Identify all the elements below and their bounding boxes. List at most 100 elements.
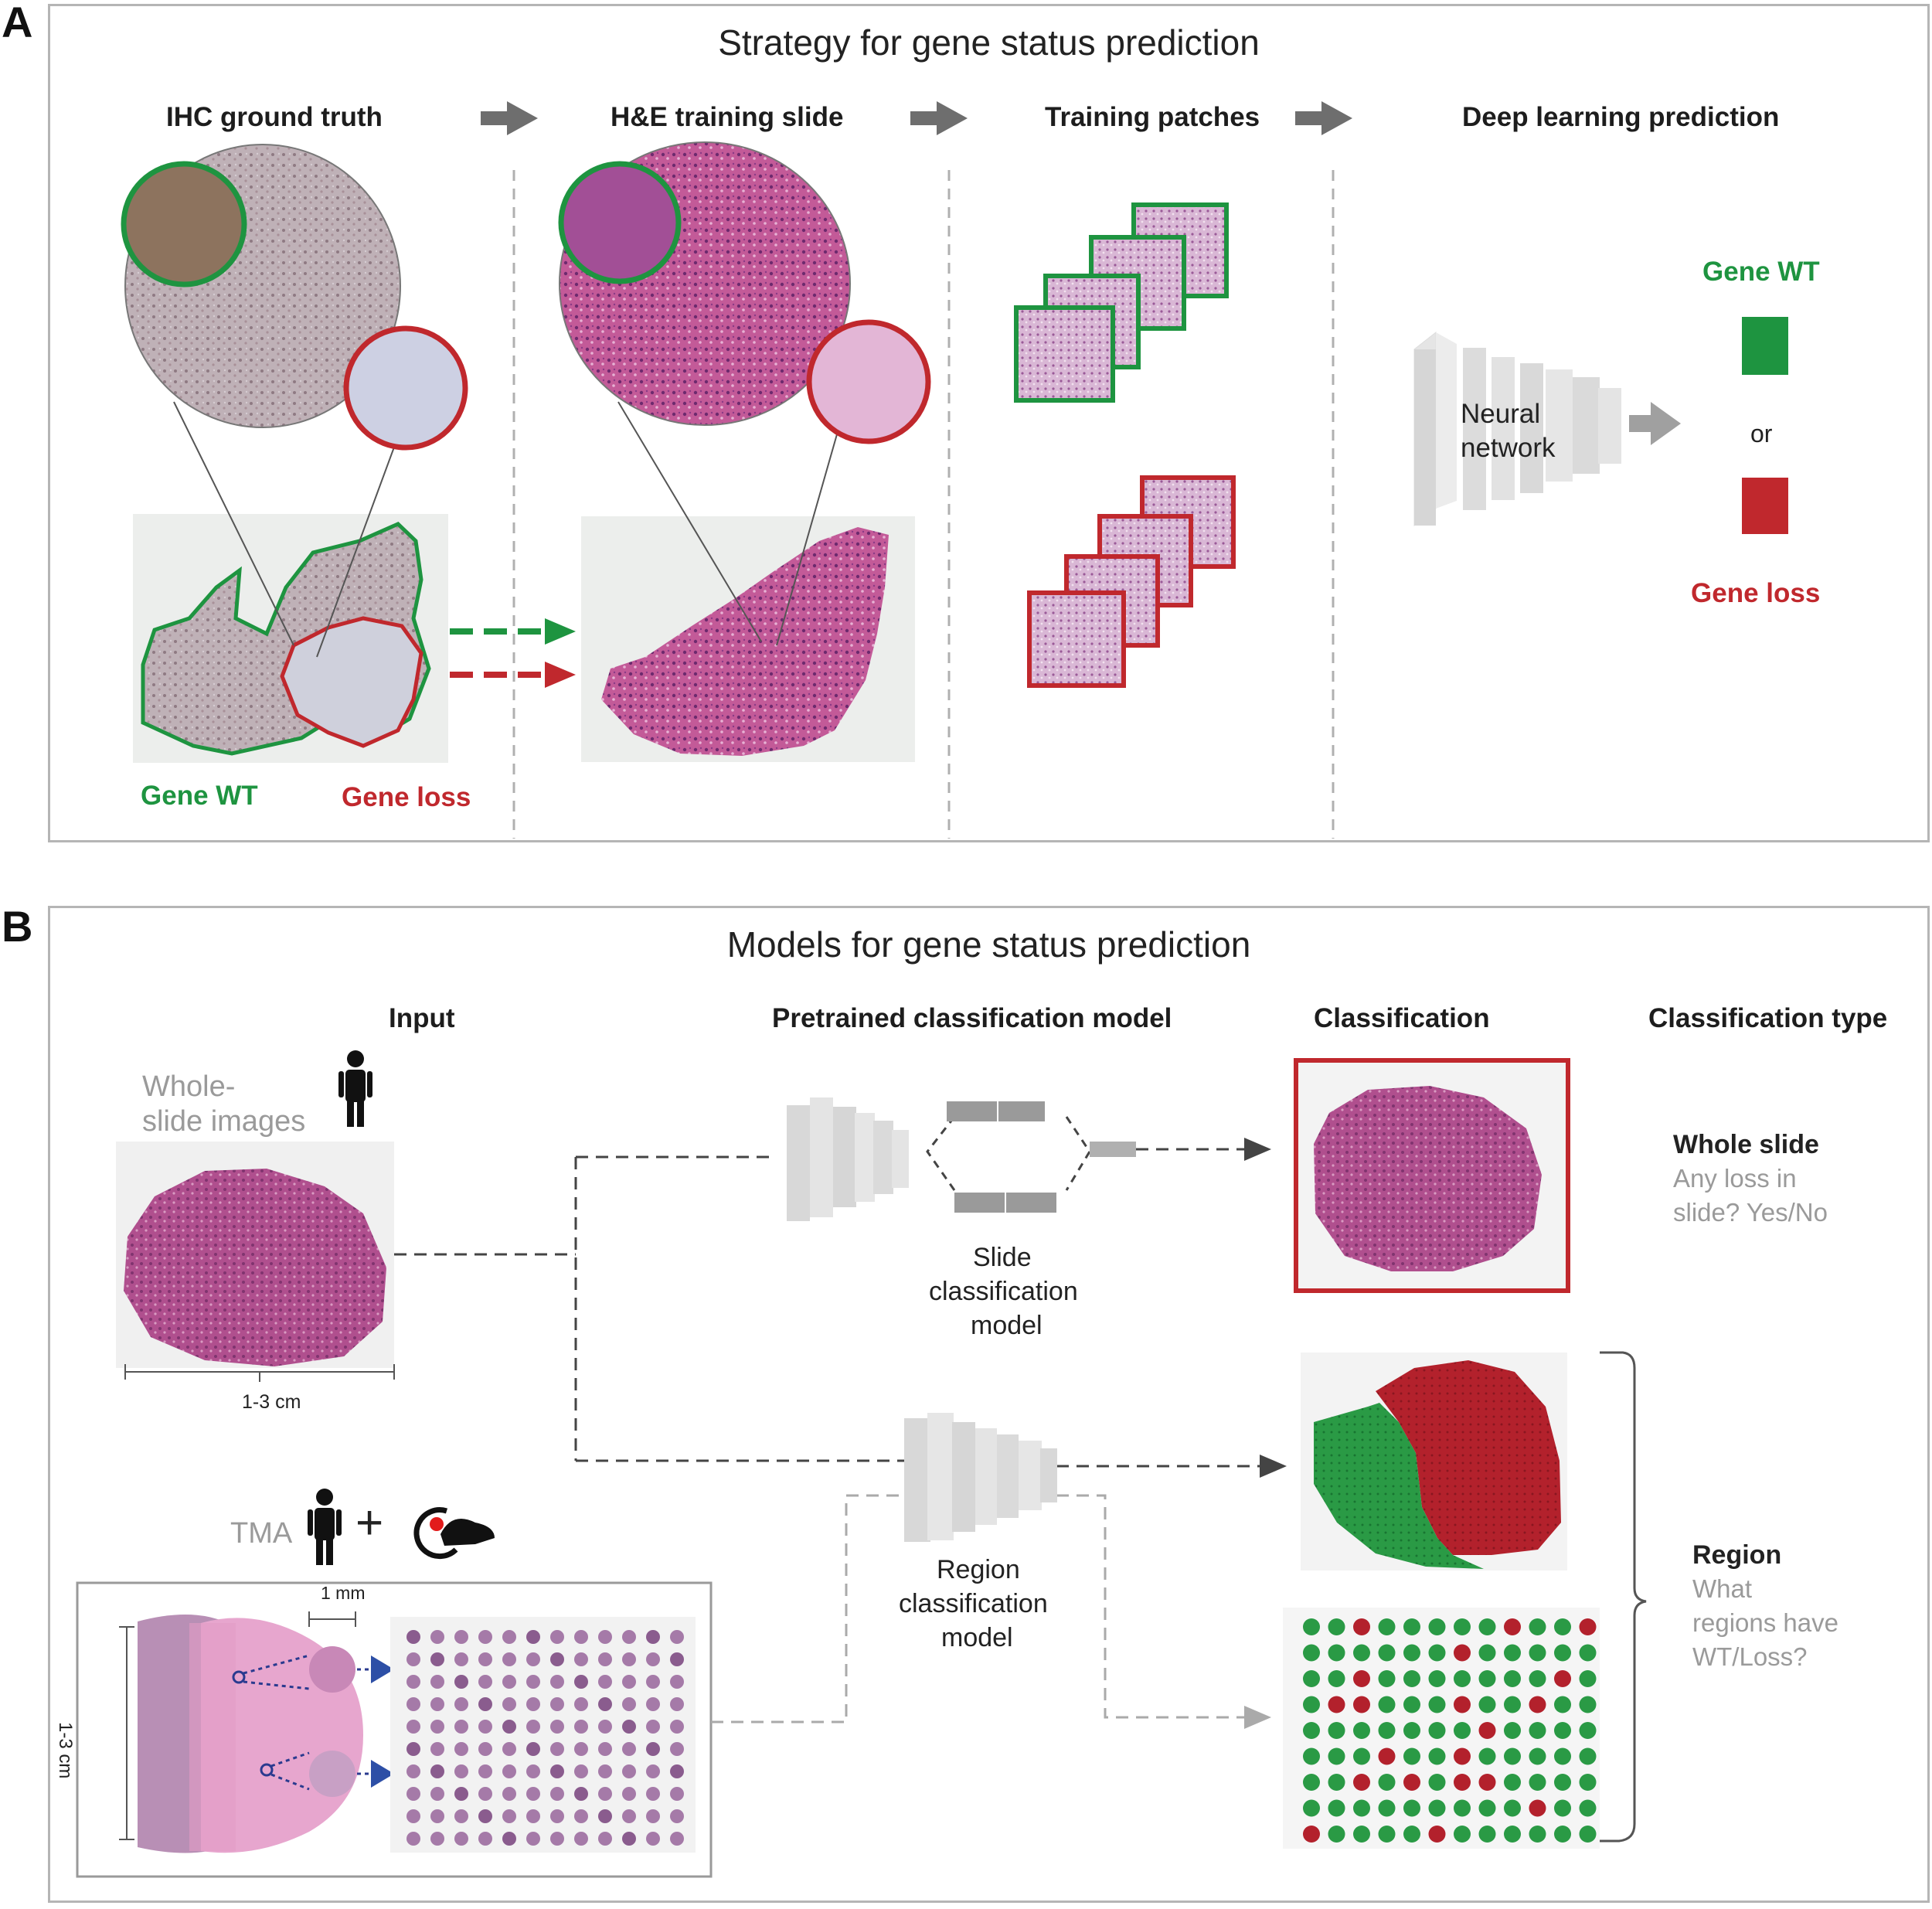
classified-tma-core [1403,1826,1420,1843]
column-header-ihc: IHC ground truth [166,102,383,132]
wsi-input-tissue [124,1169,386,1366]
classified-tma-core [1303,1826,1320,1843]
classified-tma-core [1554,1799,1571,1817]
classified-tma-core [1303,1670,1320,1687]
tma-core [430,1809,444,1823]
classified-tma-core [1328,1826,1345,1843]
classified-tma-core [1378,1826,1396,1843]
region-output-arrowhead [1260,1455,1287,1478]
classified-tma-core [1554,1696,1571,1713]
classified-tma-core [1328,1696,1345,1713]
tma-core [598,1675,612,1689]
tma-core [598,1809,612,1823]
slide-model-shape [787,1097,1136,1221]
tma-scale-bar [119,1626,134,1840]
human-icon-tma [308,1489,342,1565]
tma-core [406,1787,420,1801]
panel-b-letter: B [2,902,33,951]
slide-model-label-line-3: model [971,1311,1043,1340]
tma-core [502,1809,516,1823]
classified-tma-core [1303,1799,1320,1817]
classified-tma-core [1504,1747,1521,1765]
tma-core [646,1832,660,1846]
type-whole-slide-title: Whole slide [1673,1130,1819,1159]
tma-core [454,1809,468,1823]
classified-tma-core [1303,1618,1320,1635]
tma-core [454,1675,468,1689]
output-label-loss: Gene loss [1691,578,1821,608]
he-loss-inset [806,319,931,444]
tma-core [454,1697,468,1711]
classified-tma-core [1378,1722,1396,1739]
tma-core [598,1787,612,1801]
tma-core [526,1675,540,1689]
classified-tma-core [1403,1799,1420,1817]
mouse-icon [413,1507,495,1560]
classified-tma-core [1428,1826,1446,1843]
classified-tma-core [1303,1722,1320,1739]
classified-tma-core [1403,1774,1420,1791]
tma-core [502,1742,516,1756]
tma-core [406,1809,420,1823]
classified-tma-core [1504,1696,1521,1713]
tma-core [526,1742,540,1756]
tma-core [502,1630,516,1644]
classified-tma-core [1328,1644,1345,1662]
tma-core [598,1832,612,1846]
classified-tma-core [1328,1670,1345,1687]
tma-core [670,1809,684,1823]
classified-tma-core [1454,1799,1471,1817]
classified-tma-core [1529,1747,1546,1765]
tma-core [670,1787,684,1801]
classified-tma-core [1428,1774,1446,1791]
column-header-model: Pretrained classification model [772,1003,1172,1033]
classified-tma-core [1454,1670,1471,1687]
network-label-line-2: network [1461,433,1556,463]
ihc-tissue-loss-region [280,616,423,748]
tma-core [598,1720,612,1734]
tma-core [454,1652,468,1666]
ihc-loss-inset [343,325,468,451]
region-loss-overlay [1376,1360,1561,1555]
tma-core [526,1832,540,1846]
classified-tma-core [1328,1618,1345,1635]
step-arrow-1 [481,101,538,135]
tma-core [478,1720,492,1734]
classified-tma-core [1504,1774,1521,1791]
classified-tma-core [1428,1696,1446,1713]
classified-tma-core [1504,1618,1521,1635]
tma-core [430,1630,444,1644]
tma-core [646,1720,660,1734]
tma-core [526,1720,540,1734]
classified-tma-core [1579,1722,1597,1739]
tma-core [622,1630,636,1644]
tma-core [454,1764,468,1778]
tma-block [138,1615,363,1853]
tma-core [406,1630,420,1644]
tma-core [622,1787,636,1801]
classified-tma-core [1454,1826,1471,1843]
tma-core [670,1764,684,1778]
ihc-zoom-line-2 [316,436,399,658]
output-label-or: or [1750,420,1773,447]
tma-core [454,1630,468,1644]
flow-line-tma [711,1494,1244,1724]
tma-core [598,1742,612,1756]
tma-core [574,1832,588,1846]
tma-core [670,1652,684,1666]
step-arrow-3 [1295,101,1352,135]
tma-core [670,1675,684,1689]
tma-core [550,1697,564,1711]
patch-stack-loss [1027,475,1236,688]
panel-a-letter: A [2,0,33,46]
type-whole-slide-desc-1: Any loss in [1673,1164,1797,1193]
tma-core [670,1720,684,1734]
classified-tma-core [1529,1799,1546,1817]
transfer-arrow-wt [450,618,576,645]
tma-core [526,1787,540,1801]
transfer-arrow-loss [450,662,576,688]
tma-core [526,1697,540,1711]
tma-core [646,1742,660,1756]
classified-tma-core [1353,1618,1370,1635]
tma-core [574,1697,588,1711]
